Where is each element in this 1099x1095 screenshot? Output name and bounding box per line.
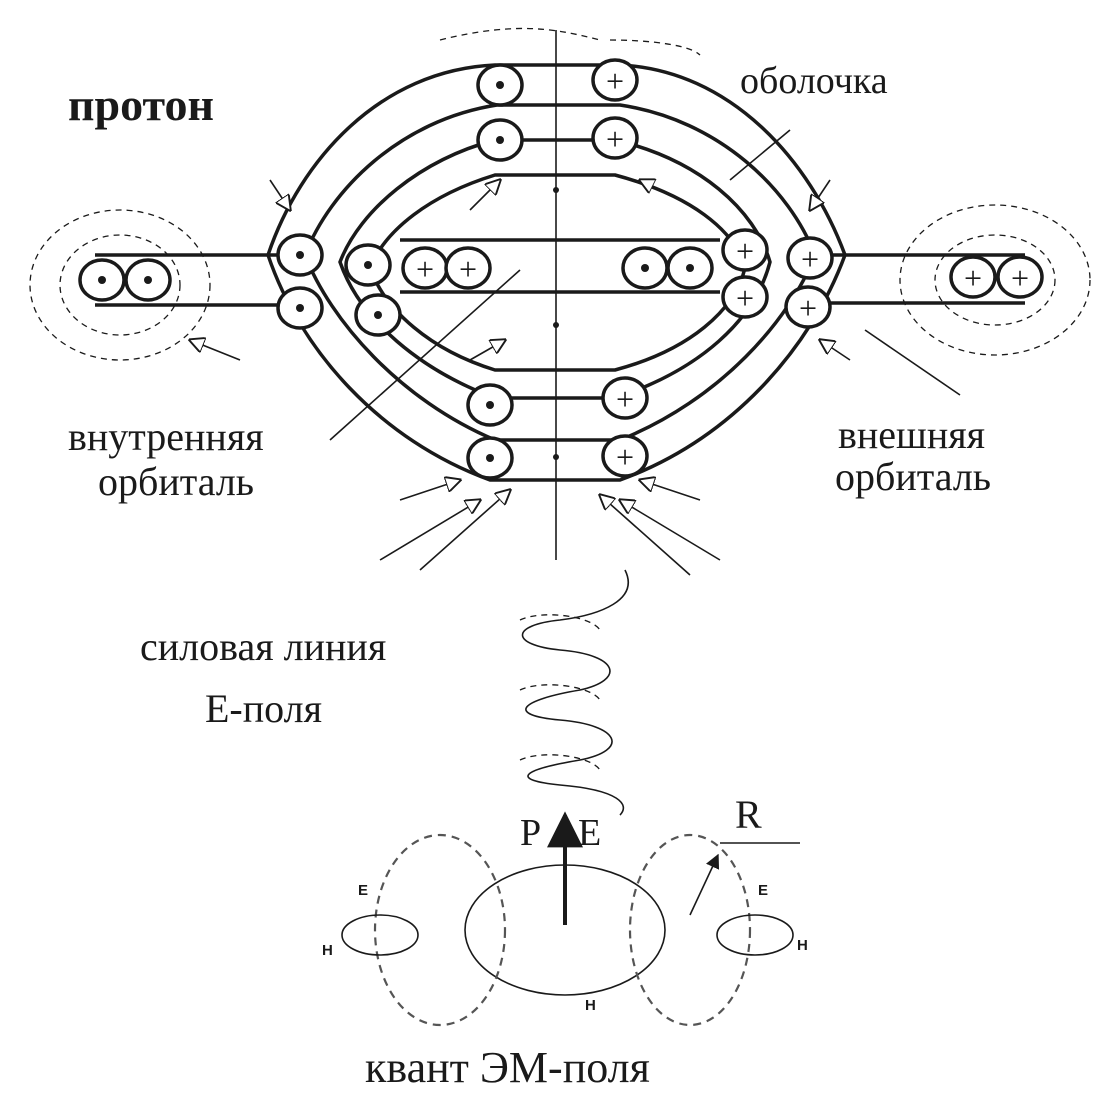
label-proton: протон [68, 79, 214, 130]
particle-dot [126, 260, 170, 300]
label-E-vector: E [578, 812, 601, 854]
svg-text:+: + [606, 63, 624, 99]
svg-text:+: + [736, 233, 754, 269]
label-H-right: H [797, 937, 808, 954]
particle-dot [668, 248, 712, 288]
svg-text:+: + [1011, 260, 1029, 296]
particle-plus: + [603, 436, 647, 476]
particle-plus: + [723, 230, 767, 270]
e-loop-left [375, 835, 505, 1025]
particle-plus: + [593, 118, 637, 158]
svg-text:+: + [736, 280, 754, 316]
particle-dot [478, 65, 522, 105]
e-loop-right [630, 835, 750, 1025]
label-E-left: E [358, 882, 368, 899]
label-E-right: E [758, 882, 768, 899]
label-outer-orbital-2: орбиталь [835, 454, 991, 499]
h-loop-small-right [717, 915, 793, 955]
label-inner-orbital-2: орбиталь [98, 459, 254, 504]
svg-text:+: + [799, 290, 817, 326]
particle-plus: + [723, 277, 767, 317]
svg-text:+: + [801, 241, 819, 277]
label-quantum: квант ЭМ-поля [365, 1043, 650, 1092]
svg-text:+: + [616, 381, 634, 417]
particle-plus: + [403, 248, 447, 288]
label-H-left: H [322, 942, 333, 959]
particle-plus: + [446, 248, 490, 288]
particle-plus: + [786, 287, 830, 327]
particle-dot [346, 245, 390, 285]
svg-text:+: + [606, 121, 624, 157]
particle-dot [478, 120, 522, 160]
particle-dot [356, 295, 400, 335]
particle-plus: + [998, 257, 1042, 297]
svg-text:+: + [416, 251, 434, 287]
label-shell: оболочка [740, 60, 888, 102]
helix-field-line [520, 570, 628, 815]
particle-plus: + [788, 238, 832, 278]
particle-plus: + [951, 257, 995, 297]
label-R: R [735, 792, 762, 837]
particle-dot [623, 248, 667, 288]
h-loop-small-left [342, 915, 418, 955]
particle-dot [278, 235, 322, 275]
svg-text:+: + [964, 260, 982, 296]
r-vector [690, 855, 718, 915]
particle-dot [80, 260, 124, 300]
particle-plus: + [603, 378, 647, 418]
label-outer-orbital-1: внешняя [838, 412, 985, 457]
particle-dot [468, 385, 512, 425]
particle-dot [468, 438, 512, 478]
em-quantum [342, 815, 800, 1025]
particle-dot [278, 288, 322, 328]
svg-text:+: + [616, 439, 634, 475]
particle-plus: + [593, 60, 637, 100]
label-field-line-2: Е-поля [205, 686, 322, 731]
label-inner-orbital-1: внутренняя [68, 414, 264, 459]
label-field-line-1: силовая линия [140, 624, 386, 669]
label-P: P [520, 812, 541, 854]
label-H-bottom: H [585, 997, 596, 1014]
svg-text:+: + [459, 251, 477, 287]
